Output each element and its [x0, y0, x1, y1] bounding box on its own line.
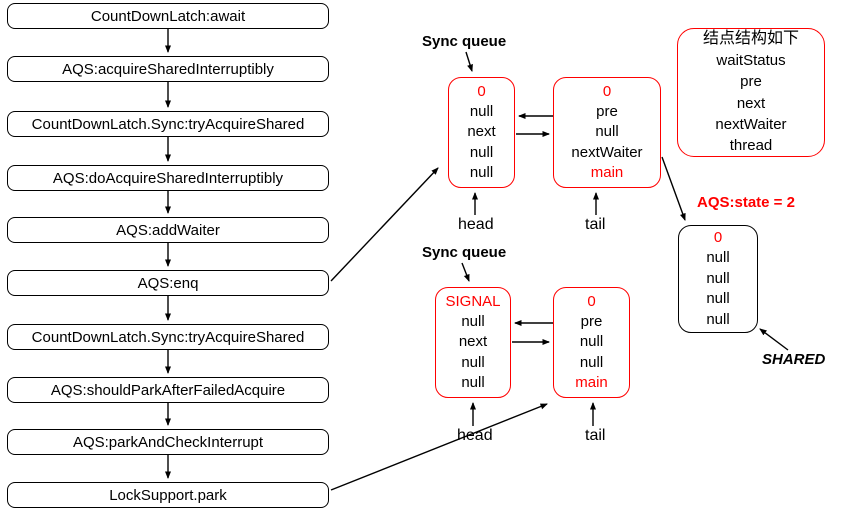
node-field-pre: null	[469, 102, 494, 120]
flow-step-acquire-shared: AQS:acquireSharedInterruptibly	[7, 56, 329, 82]
node-field-waitstatus: SIGNAL	[445, 292, 501, 310]
arrow-syncq1-label-to-head	[465, 51, 473, 72]
queue1-head-pointer-label: head	[458, 216, 494, 233]
sync-queue-label-2: Sync queue	[422, 244, 507, 261]
queue1-head-node: 0 null next null null	[448, 77, 515, 188]
flow-step-locksupport-park: LockSupport.park	[7, 482, 329, 508]
node-field-thread: null	[706, 310, 730, 328]
flow-step-await: CountDownLatch:await	[7, 3, 329, 29]
legend-field-next: next	[736, 94, 766, 112]
legend-title: 结点结构如下	[702, 30, 799, 48]
node-field-waitstatus: 0	[587, 292, 596, 310]
legend-field-thread: thread	[729, 137, 773, 155]
node-field-next: next	[467, 123, 496, 141]
node-field-waitstatus: 0	[602, 82, 612, 100]
queue2-head-pointer-label: head	[457, 427, 493, 444]
node-field-nextwaiter: null	[469, 143, 494, 161]
node-field-pre: null	[706, 249, 730, 267]
flow-step-try-acquire-shared-2: CountDownLatch.Sync:tryAcquireShared	[7, 324, 329, 350]
flow-step-should-park: AQS:shouldParkAfterFailedAcquire	[7, 377, 329, 403]
queue2-tail-pointer-label: tail	[585, 427, 606, 444]
node-field-waitstatus: 0	[713, 229, 723, 247]
arrow-shared-label-to-node	[759, 328, 789, 351]
node-field-next: null	[579, 333, 604, 351]
node-field-waitstatus: 0	[477, 82, 486, 100]
aqs-state-label: AQS:state = 2	[697, 194, 795, 211]
node-field-thread: null	[461, 374, 485, 392]
legend-field-nextwaiter: nextWaiter	[715, 115, 787, 133]
flow-step-try-acquire-shared-1: CountDownLatch.Sync:tryAcquireShared	[7, 111, 329, 137]
legend-field-waitstatus: waitStatus	[716, 51, 786, 69]
node-structure-legend: 结点结构如下 waitStatus pre next nextWaiter th…	[677, 28, 825, 157]
node-field-thread: main	[575, 374, 608, 392]
legend-field-pre: pre	[740, 73, 762, 91]
flow-step-park-and-check: AQS:parkAndCheckInterrupt	[7, 429, 329, 455]
node-field-nextwaiter: null	[706, 290, 730, 308]
node-field-pre: pre	[596, 102, 618, 120]
node-field-thread: main	[590, 164, 624, 182]
arrow-park-to-q2-tail	[330, 403, 548, 491]
node-field-pre: pre	[580, 312, 603, 330]
flow-step-add-waiter: AQS:addWaiter	[7, 217, 329, 243]
queue1-tail-node: 0 pre null nextWaiter main	[553, 77, 661, 188]
node-field-nextwaiter: nextWaiter	[571, 143, 643, 161]
arrow-enq-to-q1-head	[330, 167, 439, 282]
node-field-nextwaiter: null	[579, 353, 604, 371]
arrow-q1-tail-to-shared-node	[661, 156, 686, 221]
queue2-tail-node: 0 pre null null main	[553, 287, 630, 398]
sync-queue-label-1: Sync queue	[422, 33, 507, 50]
queue2-head-node: SIGNAL null next null null	[435, 287, 511, 398]
flow-step-enq: AQS:enq	[7, 270, 329, 296]
node-field-nextwaiter: null	[461, 353, 485, 371]
queue1-tail-pointer-label: tail	[585, 216, 606, 233]
shared-node: 0 null null null null	[678, 225, 758, 333]
node-field-next: null	[706, 269, 730, 287]
node-field-next: next	[458, 333, 488, 351]
node-field-pre: null	[461, 312, 485, 330]
shared-mode-label: SHARED	[762, 351, 826, 368]
node-field-thread: null	[469, 164, 494, 182]
node-field-next: null	[595, 123, 619, 141]
arrow-syncq2-label-to-head	[461, 262, 470, 282]
flow-step-do-acquire-shared: AQS:doAcquireSharedInterruptibly	[7, 165, 329, 191]
